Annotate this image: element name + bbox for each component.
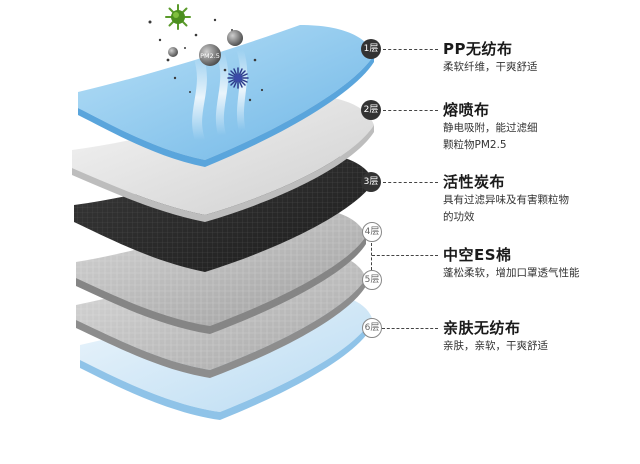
layer-6-desc: 亲肤，亲软，干爽舒适 — [443, 340, 548, 352]
dust-particle-icon — [227, 30, 243, 46]
layer-5-badge: 5层 — [362, 270, 382, 290]
layer-2-title: 熔喷布 — [443, 101, 490, 119]
bacteria-icon — [227, 67, 249, 89]
layer-3-desc-line-2: 的功效 — [443, 211, 475, 223]
layer-2-badge: 2层 — [361, 100, 381, 120]
pm25-particle: PM2.5 — [199, 44, 221, 66]
layer-4-badge: 4层 — [362, 222, 382, 242]
leader-line-2 — [383, 110, 438, 111]
layer-3-desc-line-1: 具有过滤异味及有害颗粒物 — [443, 194, 569, 206]
pm25-label: PM2.5 — [200, 52, 220, 60]
layer-3-title: 活性炭布 — [443, 173, 506, 191]
layer-6-badge: 6层 — [362, 318, 382, 338]
leader-line-4-5-vertical — [371, 243, 372, 270]
es-layer-desc: 蓬松柔软，增加口罩透气性能 — [443, 267, 580, 279]
dust-particle-icon — [168, 47, 178, 57]
leader-line-1 — [383, 49, 438, 50]
layer-3-badge: 3层 — [361, 172, 381, 192]
layer-1-badge: 1层 — [361, 39, 381, 59]
es-layer-title: 中空ES棉 — [443, 246, 512, 264]
layer-6-title: 亲肤无纺布 — [443, 319, 521, 337]
layer-1-title: PP无纺布 — [443, 40, 513, 58]
leader-line-4-5 — [372, 255, 438, 256]
leader-line-6 — [382, 328, 438, 329]
layer-1-desc: 柔软纤维，干爽舒适 — [443, 61, 538, 73]
virus-icon — [165, 4, 191, 30]
leader-line-3 — [383, 182, 438, 183]
airflow-graphic — [192, 46, 248, 145]
particle-dots — [148, 18, 264, 102]
layer-2-desc-line-1: 静电吸附，能过滤细 — [443, 122, 538, 134]
layer-2-desc-line-2: 颗粒物PM2.5 — [443, 139, 507, 151]
